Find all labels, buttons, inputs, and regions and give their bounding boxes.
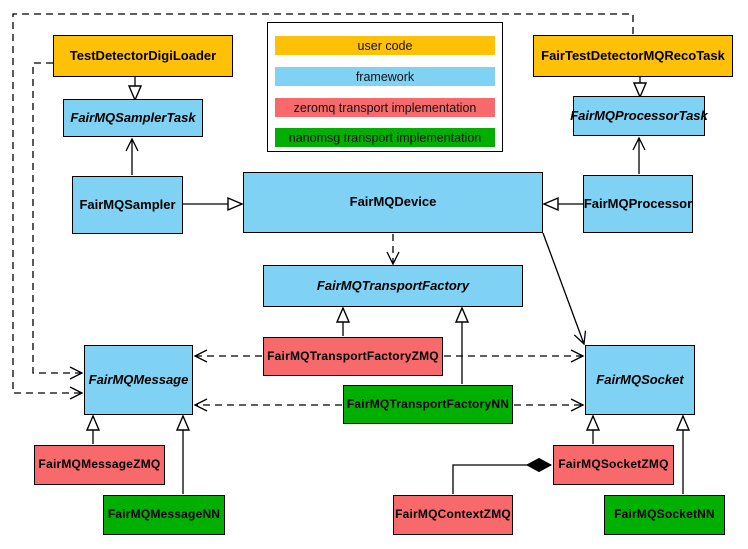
class-label: FairMQSocketZMQ <box>558 457 669 472</box>
class-box-fairmqcontextzmq: FairMQContextZMQ <box>393 495 513 535</box>
class-label: FairMQDevice <box>349 194 437 210</box>
class-box-fairmqmessage: FairMQMessage <box>84 345 193 415</box>
class-box-testdetectordigiloader: TestDetectorDigiLoader <box>53 35 233 77</box>
class-label: FairMQProcessorTask <box>570 107 708 123</box>
class-label: FairMQContextZMQ <box>395 507 511 522</box>
class-box-fairmqsocketnn: FairMQSocketNN <box>604 495 725 535</box>
edge-dep-fairtestdetectormqrecotask-fairmqmessage <box>12 13 634 400</box>
class-box-fairmqmessagezmq: FairMQMessageZMQ <box>34 445 165 485</box>
class-box-fairtestdetectormqrecotask: FairTestDetectorMQRecoTask <box>533 35 733 77</box>
class-box-fairmqdevice: FairMQDevice <box>243 172 543 233</box>
class-label: TestDetectorDigiLoader <box>69 47 217 63</box>
class-label: FairMQSampler <box>79 196 176 212</box>
class-box-fairmqsampler: FairMQSampler <box>72 176 183 234</box>
class-label: FairMQMessageZMQ <box>38 457 161 472</box>
class-label: FairMQMessageNN <box>107 507 221 522</box>
class-box-fairmqsamplertask: FairMQSamplerTask <box>63 99 203 137</box>
legend-label: framework <box>355 69 415 84</box>
class-label: FairMQSocketNN <box>614 507 715 522</box>
class-label: FairMQTransportFactoryZMQ <box>267 348 439 363</box>
edge-dep-testdetectordigiloader-fairmqmessage <box>32 62 84 380</box>
class-box-fairmqmessagenn: FairMQMessageNN <box>103 495 225 535</box>
class-box-fairmqtransportfactorynn: FairMQTransportFactoryNN <box>343 385 513 424</box>
legend-item-framework: framework <box>275 67 495 86</box>
class-label: FairMQProcessor <box>583 195 693 211</box>
class-label: FairMQMessage <box>88 371 189 387</box>
class-label: FairMQTransportFactory <box>316 277 470 293</box>
class-label: FairMQSocket <box>596 371 684 387</box>
edge-assoc-fairmqdevice-fairmqsocket <box>542 232 587 346</box>
class-box-fairmqtransportfactoryzmq: FairMQTransportFactoryZMQ <box>263 337 443 376</box>
legend: user code framework zeromq transport imp… <box>267 22 503 152</box>
class-label: FairMQSamplerTask <box>70 109 196 125</box>
legend-item-zeromq: zeromq transport implementation <box>275 98 495 117</box>
class-box-fairmqprocessortask: FairMQProcessorTask <box>570 96 708 136</box>
class-box-fairmqprocessor: FairMQProcessor <box>583 175 693 233</box>
legend-label: zeromq transport implementation <box>293 100 477 115</box>
legend-label: user code <box>357 38 413 53</box>
class-box-fairmqsocket: FairMQSocket <box>585 345 695 415</box>
class-label: FairTestDetectorMQRecoTask <box>541 47 725 63</box>
legend-item-nanomsg: nanomsg transport implementation <box>275 128 495 147</box>
edge-composition-fairmqcontextzmq-fairmqsocketzmq <box>452 457 553 494</box>
legend-label: nanomsg transport implementation <box>288 130 482 145</box>
legend-item-user-code: user code <box>275 36 495 55</box>
class-box-fairmqsocketzmq: FairMQSocketZMQ <box>553 445 674 485</box>
class-label: FairMQTransportFactoryNN <box>346 396 510 411</box>
class-box-fairmqtransportfactory: FairMQTransportFactory <box>263 265 523 307</box>
